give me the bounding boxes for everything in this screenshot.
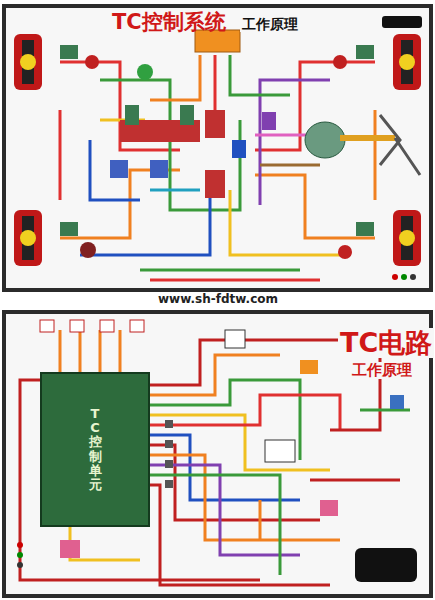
board-title: TC控制系统	[112, 11, 226, 34]
unit-label: TC控制单元	[89, 407, 102, 493]
watermark: www.sh-fdtw.com	[156, 293, 280, 306]
title-suffix: 工作原理	[350, 362, 414, 379]
title-suffix: 工作原理	[240, 17, 300, 32]
control-unit: TC控制单元	[40, 372, 150, 527]
board-title: TC电路	[338, 328, 434, 358]
